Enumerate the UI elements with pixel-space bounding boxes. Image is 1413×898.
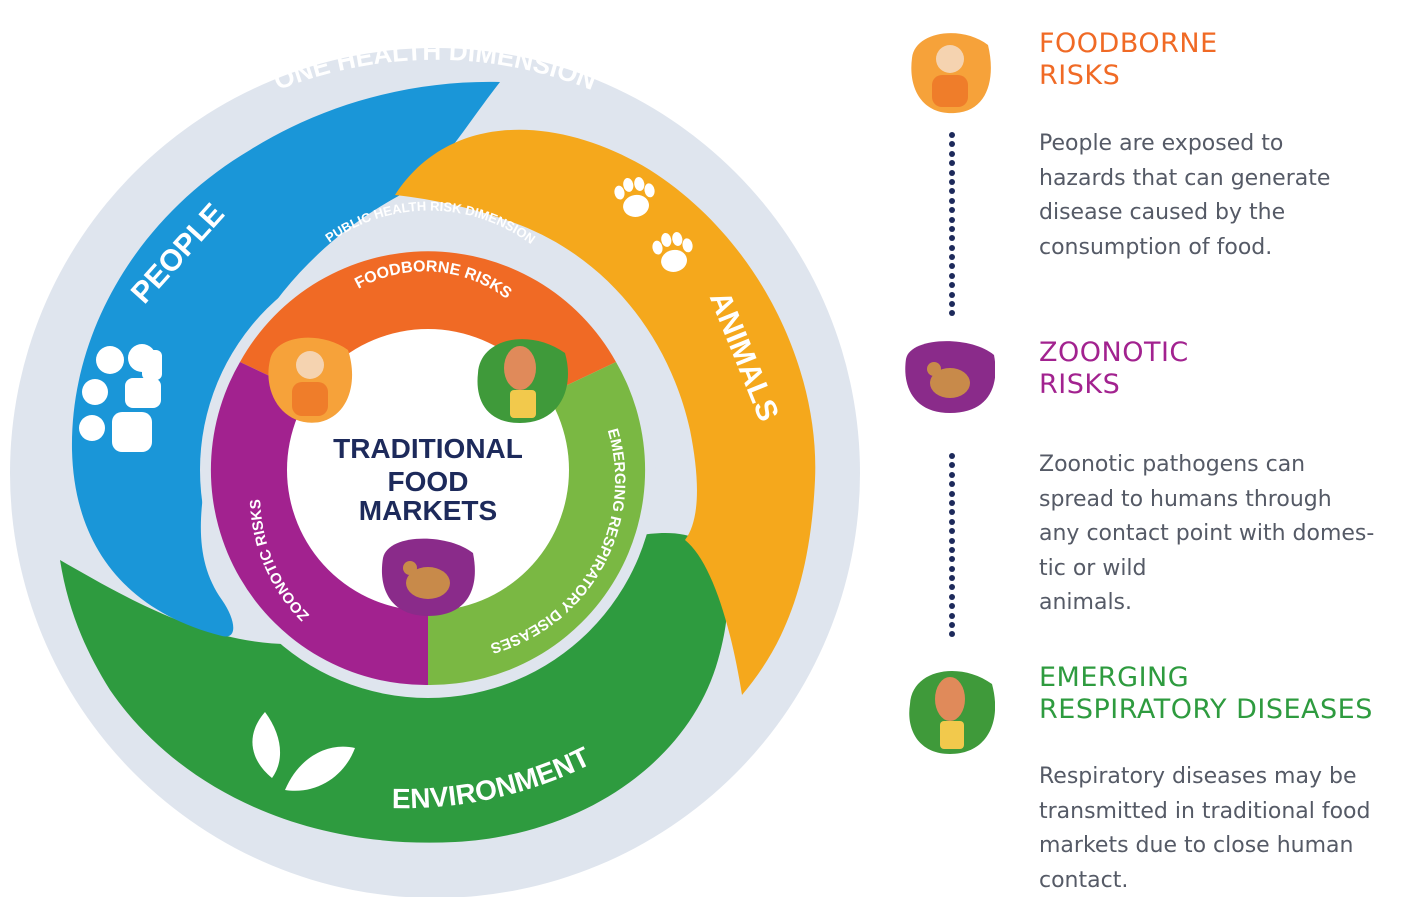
legend-description: People are exposed to hazards that can g…	[1039, 131, 1331, 260]
connector-dot	[949, 471, 955, 478]
connector-dot	[949, 254, 955, 261]
connector-dot	[949, 518, 955, 525]
connector-dot	[949, 282, 955, 289]
connector-dot	[949, 546, 955, 553]
person-eating-icon	[268, 337, 353, 423]
connector-dot	[949, 631, 955, 638]
person-eating-icon	[911, 33, 991, 114]
legend-title: EMERGING RESPIRATORY DISEASES	[1039, 662, 1373, 725]
center-line-1: TRADITIONAL	[333, 433, 523, 464]
connector-dot	[949, 453, 955, 459]
connector-dot	[949, 462, 955, 469]
connector-dots-2	[946, 453, 958, 641]
legend-title: ZOONOTIC RISKS	[1039, 337, 1189, 400]
legend-title: FOODBORNE RISKS	[1039, 28, 1218, 91]
one-health-diagram: ONE HEALTH DIMENSION PUBLIC HEALTH RISK …	[10, 48, 860, 897]
woman-coughing-icon	[477, 339, 568, 423]
connector-dot	[949, 575, 955, 582]
people-band	[71, 81, 500, 637]
connector-dot	[949, 291, 955, 298]
connector-dot	[949, 622, 955, 629]
connector-dot	[949, 481, 955, 488]
center-line-3: MARKETS	[359, 495, 497, 526]
woman-coughing-icon	[909, 671, 995, 754]
connector-dot	[949, 301, 955, 308]
connector-dot	[949, 612, 955, 619]
connector-dot	[949, 235, 955, 242]
chicken-icon	[381, 538, 475, 616]
legend-description: Zoonotic pathogens can spread to humans …	[1039, 452, 1375, 615]
connector-dot	[949, 263, 955, 270]
connector-dot	[949, 132, 955, 138]
connector-dot	[949, 178, 955, 185]
leaf-icon	[252, 712, 355, 791]
connector-dot	[949, 216, 955, 223]
connector-dot	[949, 188, 955, 195]
connector-dot	[949, 272, 955, 279]
connector-dot	[949, 528, 955, 535]
people-group-icon	[79, 344, 162, 452]
connector-dot	[949, 225, 955, 232]
connector-dot	[949, 310, 955, 317]
connector-dot	[949, 537, 955, 544]
connector-dot	[949, 499, 955, 506]
chicken-icon	[905, 341, 995, 413]
connector-dot	[949, 141, 955, 148]
connector-dot	[949, 556, 955, 563]
connector-dot	[949, 490, 955, 497]
legend-description: Respiratory diseases may be transmitted …	[1039, 764, 1371, 893]
animals-band	[395, 129, 816, 695]
connector-dot	[949, 565, 955, 572]
connector-dot	[949, 207, 955, 214]
zoonotic-segment	[210, 362, 428, 686]
center-line-2: FOOD	[388, 466, 469, 497]
connector-dots-1	[946, 132, 958, 320]
connector-dot	[949, 584, 955, 591]
connector-dot	[949, 509, 955, 516]
connector-dot	[949, 244, 955, 251]
connector-dot	[949, 160, 955, 167]
connector-dot	[949, 169, 955, 176]
connector-dot	[949, 603, 955, 610]
connector-dot	[949, 197, 955, 204]
connector-dot	[949, 593, 955, 600]
respiratory-segment	[428, 362, 646, 686]
paw-icon	[614, 177, 693, 272]
connector-dot	[949, 150, 955, 157]
